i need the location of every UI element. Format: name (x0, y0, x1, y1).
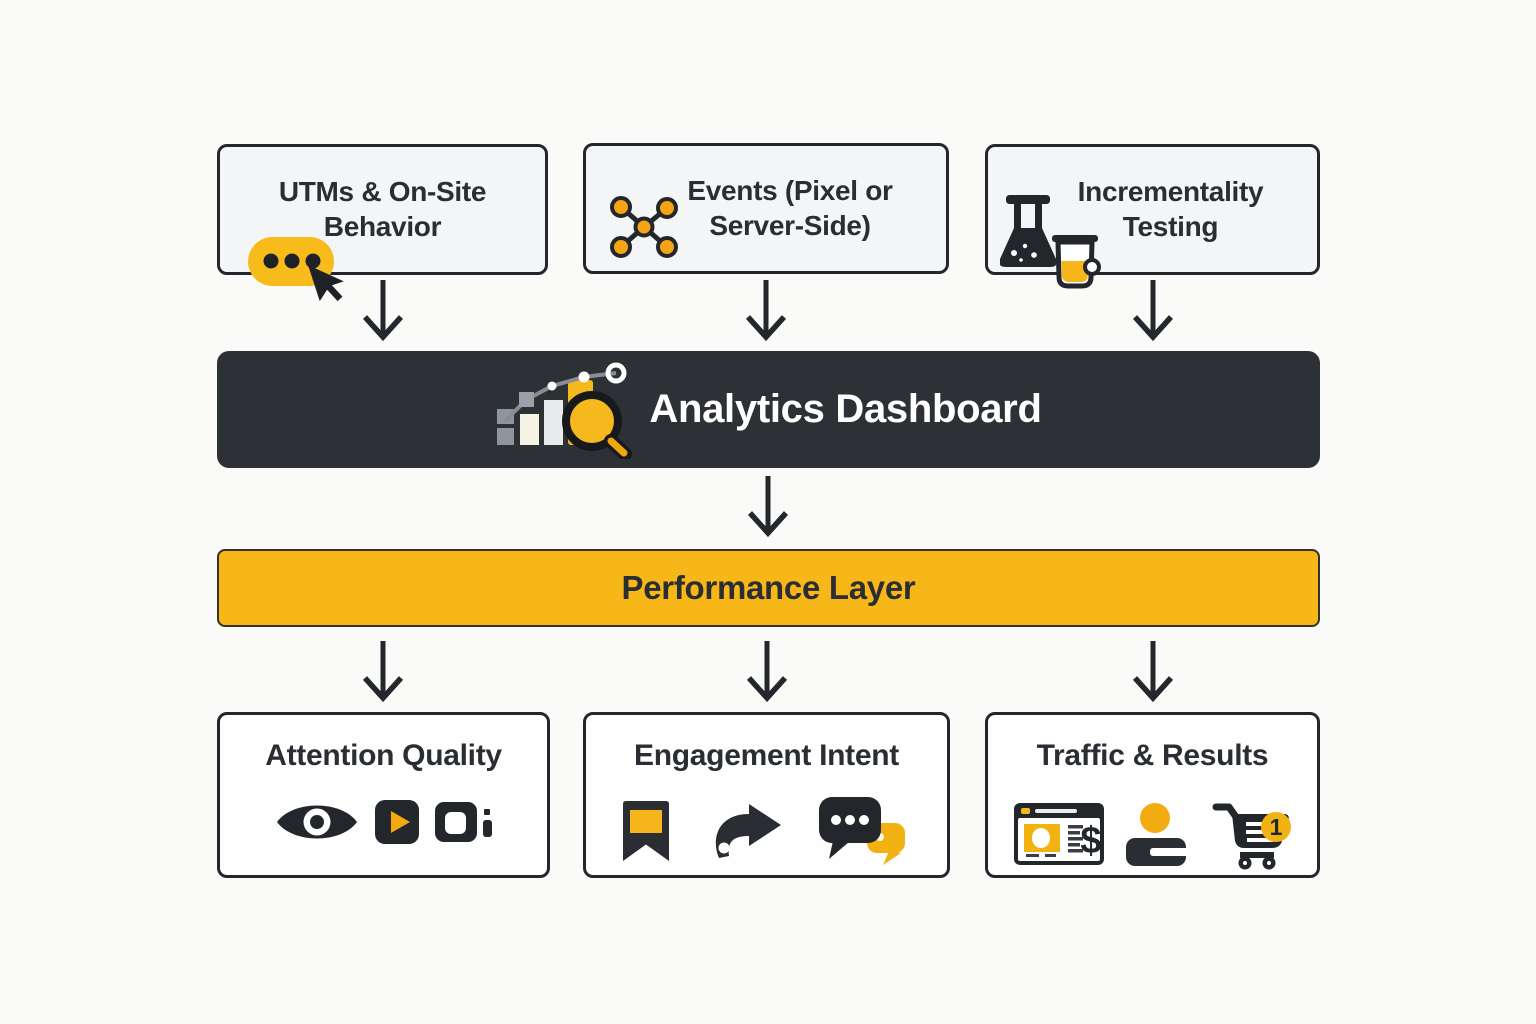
arrow-down-icon (362, 280, 404, 342)
chat-ellipsis-icon (248, 237, 344, 302)
svg-text:1: 1 (1269, 814, 1282, 840)
person-icon (1125, 803, 1190, 866)
analytics-dashboard-label: Analytics Dashboard (649, 387, 1042, 431)
share-arrow-icon (715, 804, 781, 858)
shopping-cart-icon: 1 (1212, 803, 1291, 870)
svg-text:$: $ (1080, 820, 1101, 862)
source-label-events: Events (Pixel or Server-Side) (687, 175, 893, 241)
performance-layer-bar: Performance Layer (217, 549, 1320, 627)
output-box-traffic-results: Traffic & Results $ (985, 712, 1320, 878)
source-box-testing: Incrementality Testing (985, 144, 1320, 289)
cursor-icon (308, 265, 344, 302)
source-label-utms: UTMs & On-Site Behavior (278, 176, 487, 242)
chat-bubbles-icon (818, 797, 905, 865)
beaker-icon (1052, 235, 1101, 289)
output-label-attention: Attention Quality (265, 739, 502, 772)
source-box-events: Events (Pixel or Server-Side) (583, 143, 949, 274)
performance-layer-label: Performance Layer (621, 569, 916, 606)
cart-badge: 1 (1260, 812, 1291, 842)
output-box-attention-quality: Attention Quality (217, 712, 550, 878)
arrow-down-icon (362, 641, 404, 703)
engagement-icons (622, 797, 911, 865)
output-box-engagement-intent: Engagement Intent (583, 712, 950, 878)
output-label-engagement: Engagement Intent (634, 739, 899, 772)
browser-dollar-icon: $ (1013, 803, 1104, 865)
bar-chart-magnifier-icon (497, 362, 633, 459)
arrow-down-icon (747, 476, 789, 538)
source-label-testing: Incrementality Testing (1077, 176, 1264, 242)
arrow-down-icon (1132, 641, 1174, 703)
attention-icons (275, 797, 493, 847)
lab-flask-and-beaker-icon (1000, 195, 1101, 289)
traffic-icons: $ 1 (1013, 797, 1292, 871)
output-label-traffic: Traffic & Results (1036, 739, 1269, 772)
analytics-dashboard-bar: Analytics Dashboard (217, 351, 1320, 468)
source-box-utms: UTMs & On-Site Behavior (217, 144, 548, 302)
play-button-icon (374, 800, 419, 844)
arrow-down-icon (746, 641, 788, 703)
video-camera-icon (434, 802, 492, 842)
arrow-down-icon (1132, 280, 1174, 342)
bookmark-icon (622, 801, 669, 861)
eye-icon (276, 805, 357, 839)
arrow-down-icon (745, 280, 787, 342)
flask-icon (1000, 195, 1057, 267)
network-nodes-icon (610, 196, 678, 258)
